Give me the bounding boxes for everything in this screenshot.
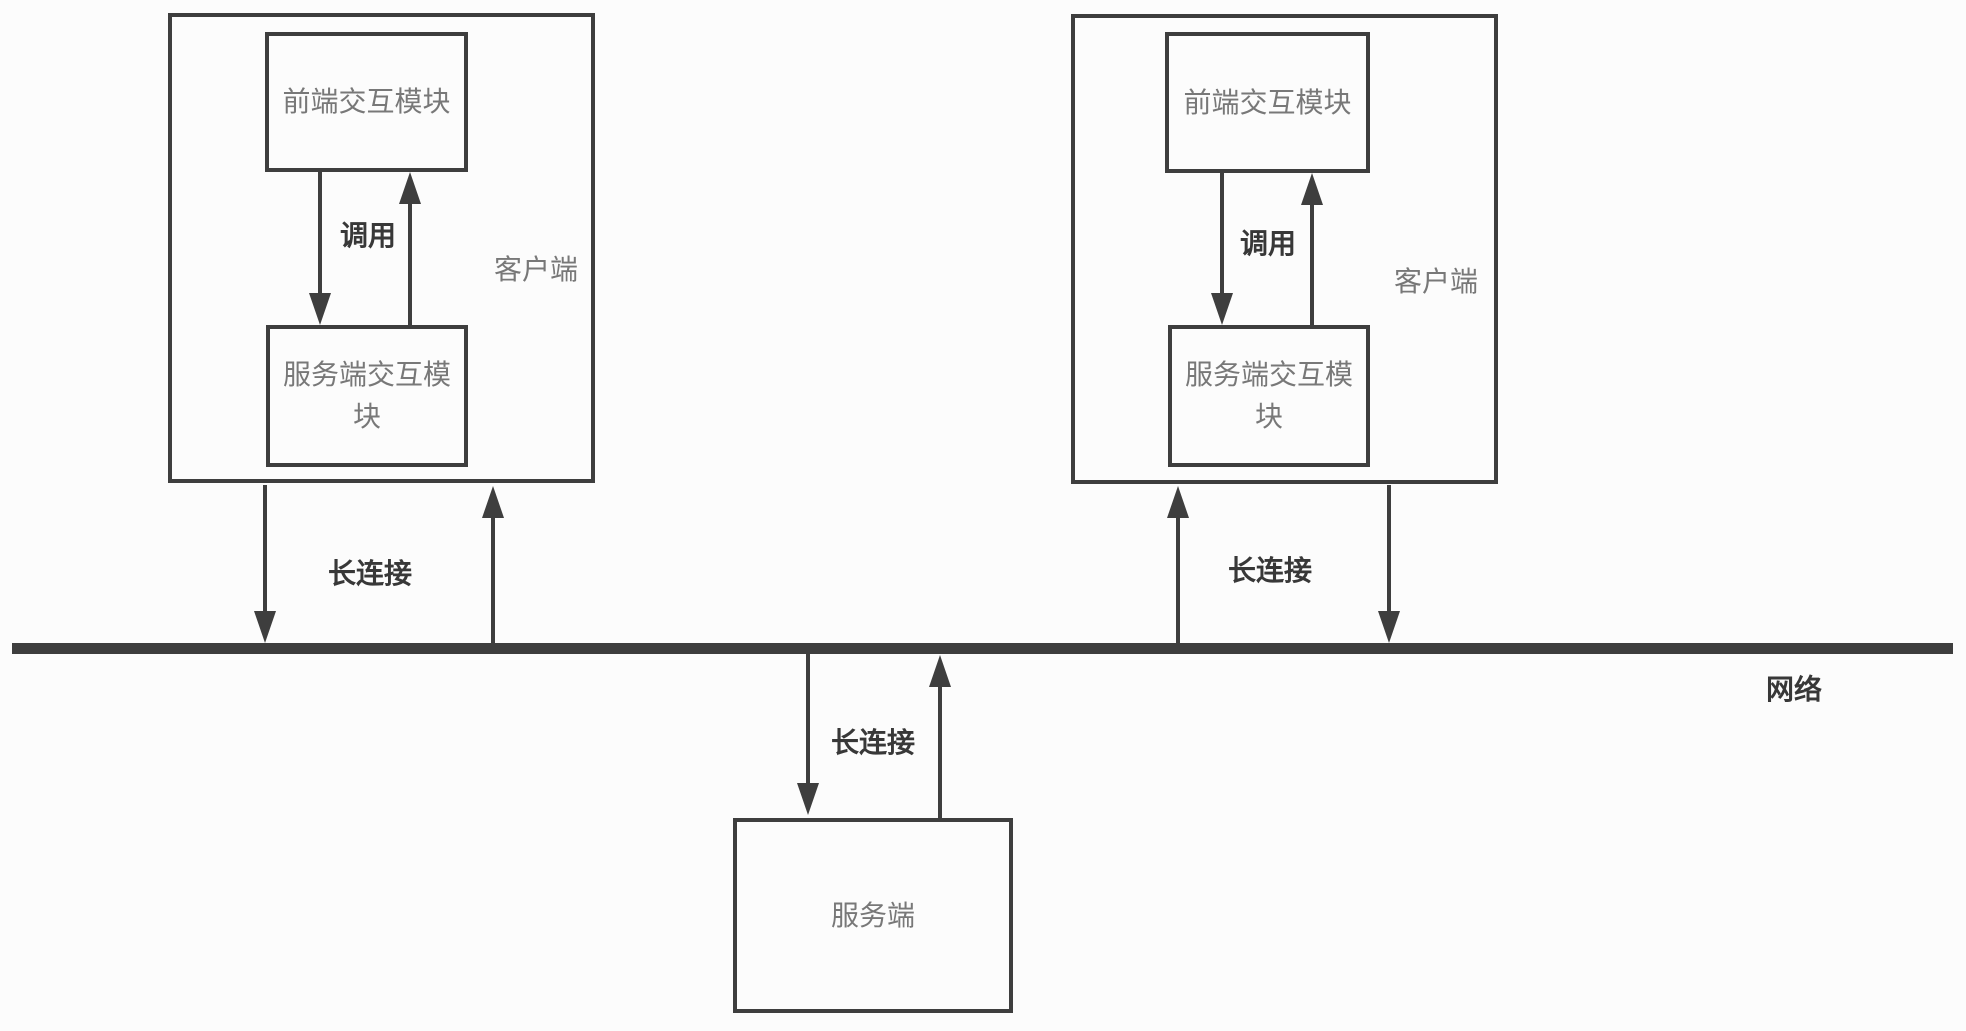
network-label: 网络 [1765, 674, 1822, 705]
arrowhead-down-icon [797, 783, 819, 815]
server-box: 服务端 [733, 818, 1013, 1013]
client-label: 客户端 [1393, 266, 1478, 297]
server-label: 服务端 [830, 899, 915, 931]
connection-edge-label: 长连接 [830, 727, 915, 758]
call-edge-label: 调用 [1239, 228, 1296, 259]
connection-up-arrow-line [491, 518, 495, 643]
connection-edge-label: 长连接 [1227, 555, 1312, 586]
call-down-arrow-line [1220, 173, 1224, 293]
server-module-label: 服务端交互模块 [282, 359, 451, 432]
arrowhead-up-icon [1167, 486, 1189, 518]
connection-up-arrow-line [938, 687, 942, 818]
call-up-arrow-line [408, 204, 412, 325]
arrowhead-up-icon [482, 486, 504, 518]
arrowhead-down-icon [1378, 611, 1400, 643]
call-up-arrow-line [1310, 205, 1314, 325]
arrowhead-up-icon [1301, 173, 1323, 205]
server-module-box: 服务端交互模块 [266, 325, 468, 467]
call-edge-label: 调用 [339, 220, 396, 251]
arrowhead-down-icon [309, 293, 331, 325]
call-down-arrow-line [318, 172, 322, 296]
server-module-box: 服务端交互模块 [1168, 325, 1370, 467]
connection-edge-label: 长连接 [327, 558, 412, 589]
front-module-box: 前端交互模块 [265, 32, 468, 172]
arrowhead-down-icon [254, 611, 276, 643]
connection-down-arrow-line [1387, 485, 1391, 611]
connection-down-arrow-line [263, 485, 267, 611]
connection-up-arrow-line [1176, 518, 1180, 643]
connection-down-arrow-line [806, 654, 810, 783]
arrowhead-up-icon [399, 172, 421, 204]
server-module-label: 服务端交互模块 [1184, 359, 1353, 432]
front-module-label: 前端交互模块 [282, 86, 451, 117]
network-bus-line [12, 643, 1953, 654]
arrowhead-down-icon [1211, 293, 1233, 325]
front-module-box: 前端交互模块 [1165, 32, 1370, 173]
arrowhead-up-icon [929, 655, 951, 687]
client-label: 客户端 [493, 254, 578, 285]
front-module-label: 前端交互模块 [1183, 86, 1352, 118]
